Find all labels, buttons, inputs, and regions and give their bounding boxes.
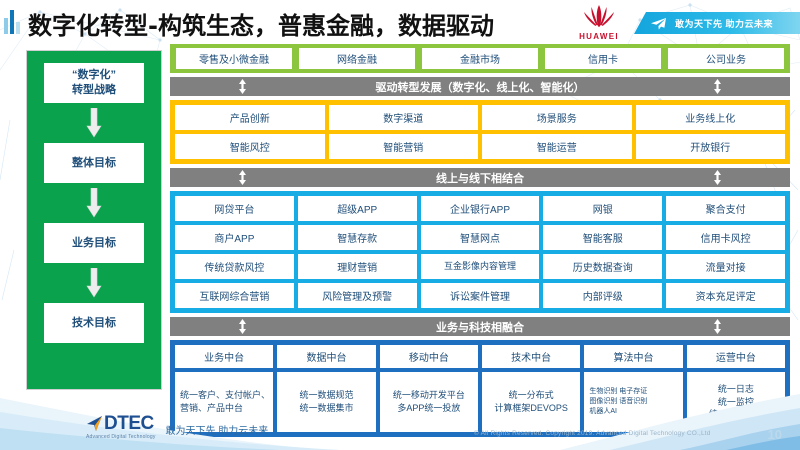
driver-cell[interactable]: 智能风控: [175, 134, 325, 159]
business-line-retail[interactable]: 零售及小微金融: [176, 48, 292, 69]
huawei-flower-icon: [584, 5, 614, 27]
page-number: 10: [767, 427, 782, 442]
layer-bar-label: 线上与线下相结合: [436, 172, 524, 185]
huawei-slogan-banner: 敢为天下先 助力云未来: [634, 12, 800, 34]
down-arrow-icon: [86, 188, 102, 218]
page-title: 数字化转型-构筑生态，普惠金融，数据驱动: [28, 12, 494, 40]
driver-cell[interactable]: 智能运营: [482, 134, 632, 159]
dtec-slogan: 敢为天下先 助力云未来: [165, 426, 269, 437]
capability-cell[interactable]: 智能客服: [543, 225, 663, 250]
dtec-logo-block: DTEC Advanced Digital Technology 敢为天下先 助…: [86, 414, 268, 440]
capability-cell[interactable]: 流量对接: [666, 254, 785, 279]
dtec-logo: DTEC Advanced Digital Technology: [86, 414, 156, 440]
business-line-corporate[interactable]: 公司业务: [668, 48, 784, 69]
platform-body: 统一数据规范统一数据集市: [277, 372, 376, 432]
layer-bar-label: 业务与科技相融合: [436, 321, 524, 334]
slide-footer: DTEC Advanced Digital Technology 敢为天下先 助…: [0, 392, 800, 450]
down-arrow-icon: [86, 108, 102, 138]
platform-head: 移动中台: [379, 345, 478, 368]
platform-column-technology[interactable]: 技术中台 统一分布式计算框架DEVOPS: [482, 345, 581, 432]
paper-plane-icon: [651, 17, 666, 30]
layer-bar-drive-transformation: 驱动转型发展（数字化、线上化、智能化）: [170, 77, 790, 96]
dtec-tagline: Advanced Digital Technology: [86, 434, 156, 440]
business-line-financial-market[interactable]: 金融市场: [422, 48, 538, 69]
sidebar-item-label: 整体目标: [72, 156, 116, 169]
panel-online-offline-capabilities: 网贷平台 超级APP 企业银行APP 网银 聚合支付 商户APP 智慧存款 智慧…: [170, 191, 790, 313]
sidebar-item-overall-goal[interactable]: 整体目标: [44, 143, 144, 183]
capability-cell[interactable]: 企业银行APP: [420, 196, 540, 221]
platform-head: 技术中台: [482, 345, 581, 368]
panel-transformation-drivers: 产品创新 数字渠道 场景服务 业务线上化 智能风控 智能营销 智能运营 开放银行: [170, 100, 790, 164]
platform-body: 统一移动开发平台多APP统一投放: [379, 372, 478, 432]
main-content: 零售及小微金融 网络金融 金融市场 信用卡 公司业务 驱动转型发展（数字化、线上…: [170, 44, 790, 437]
platform-head: 数据中台: [277, 345, 376, 368]
platform-column-algorithm[interactable]: 算法中台 生物识别 电子存证图像识别 语音识别机器人AI: [584, 345, 683, 432]
strategy-sidebar: “数字化”转型战略 整体目标 业务目标 技术目标: [26, 50, 162, 390]
slide-header: 数字化转型-构筑生态，普惠金融，数据驱动 HUAWEI 敢为天下先 助力云未来: [0, 0, 800, 42]
capability-cell[interactable]: 理财营销: [297, 254, 417, 279]
driver-cell[interactable]: 开放银行: [635, 134, 785, 159]
driver-grid: 产品创新 数字渠道 场景服务 业务线上化 智能风控 智能营销 智能运营 开放银行: [175, 105, 785, 159]
capability-cell[interactable]: 内部评级: [543, 283, 663, 308]
up-down-arrow-icon: [239, 79, 246, 94]
driver-cell[interactable]: 场景服务: [482, 105, 632, 130]
capability-cell[interactable]: 互金影像内容管理: [420, 254, 540, 279]
driver-cell[interactable]: 产品创新: [175, 105, 325, 130]
platform-column-data[interactable]: 数据中台 统一数据规范统一数据集市: [277, 345, 376, 432]
capability-cell[interactable]: 历史数据查询: [543, 254, 663, 279]
title-accent-bars: [4, 10, 24, 34]
platform-head: 算法中台: [584, 345, 683, 368]
sidebar-item-label: “数字化”转型战略: [72, 69, 116, 96]
platform-column-business[interactable]: 业务中台 统一客户、支付帐户、营销、产品中台: [175, 345, 274, 432]
up-down-arrow-icon: [714, 319, 721, 334]
platform-body: 统一客户、支付帐户、营销、产品中台: [175, 372, 274, 432]
platform-head: 运营中台: [686, 345, 785, 368]
dtec-mark-icon: [87, 416, 102, 431]
business-line-credit-card[interactable]: 信用卡: [545, 48, 661, 69]
capability-cell[interactable]: 风险管理及预警: [297, 283, 417, 308]
sidebar-item-label: 技术目标: [72, 316, 116, 329]
platform-body: 生物识别 电子存证图像识别 语音识别机器人AI: [584, 372, 683, 432]
capability-cell[interactable]: 互联网综合营销: [175, 283, 294, 308]
driver-cell[interactable]: 智能营销: [328, 134, 478, 159]
footer-wave-decoration: [0, 394, 800, 450]
dtec-wordmark: DTEC: [104, 413, 154, 434]
up-down-arrow-icon: [714, 170, 721, 185]
down-arrow-icon: [86, 268, 102, 298]
capability-cell[interactable]: 智慧网点: [420, 225, 540, 250]
capability-cell[interactable]: 商户APP: [175, 225, 294, 250]
banner-text: 敢为天下先 助力云未来: [675, 18, 774, 29]
capability-cell[interactable]: 网贷平台: [175, 196, 294, 221]
sidebar-item-strategy[interactable]: “数字化”转型战略: [44, 63, 144, 103]
capability-cell[interactable]: 智慧存款: [297, 225, 417, 250]
driver-cell[interactable]: 业务线上化: [635, 105, 785, 130]
layer-bar-online-offline: 线上与线下相结合: [170, 168, 790, 187]
sidebar-item-business-goal[interactable]: 业务目标: [44, 223, 144, 263]
up-down-arrow-icon: [239, 170, 246, 185]
capability-cell[interactable]: 资本充足评定: [666, 283, 785, 308]
up-down-arrow-icon: [239, 319, 246, 334]
sidebar-item-label: 业务目标: [72, 236, 116, 249]
up-down-arrow-icon: [714, 79, 721, 94]
capability-grid: 网贷平台 超级APP 企业银行APP 网银 聚合支付 商户APP 智慧存款 智慧…: [175, 196, 785, 308]
platform-body: 统一分布式计算框架DEVOPS: [482, 372, 581, 432]
huawei-wordmark: HUAWEI: [579, 32, 619, 41]
layer-bar-business-tech-fusion: 业务与科技相融合: [170, 317, 790, 336]
driver-cell[interactable]: 数字渠道: [328, 105, 478, 130]
capability-cell[interactable]: 诉讼案件管理: [420, 283, 540, 308]
capability-cell[interactable]: 超级APP: [297, 196, 417, 221]
copyright-text: © All Rights Reserved. Copyright 2019. A…: [474, 430, 711, 437]
sidebar-item-tech-goal[interactable]: 技术目标: [44, 303, 144, 343]
business-lines-bar: 零售及小微金融 网络金融 金融市场 信用卡 公司业务: [170, 44, 790, 73]
platform-column-mobile[interactable]: 移动中台 统一移动开发平台多APP统一投放: [379, 345, 478, 432]
capability-cell[interactable]: 传统贷款风控: [175, 254, 294, 279]
business-line-internet-finance[interactable]: 网络金融: [299, 48, 415, 69]
layer-bar-label: 驱动转型发展（数字化、线上化、智能化）: [375, 81, 585, 94]
capability-cell[interactable]: 网银: [543, 196, 663, 221]
platform-head: 业务中台: [175, 345, 274, 368]
capability-cell[interactable]: 信用卡风控: [666, 225, 785, 250]
capability-cell[interactable]: 聚合支付: [666, 196, 785, 221]
huawei-logo: HUAWEI: [570, 3, 628, 43]
